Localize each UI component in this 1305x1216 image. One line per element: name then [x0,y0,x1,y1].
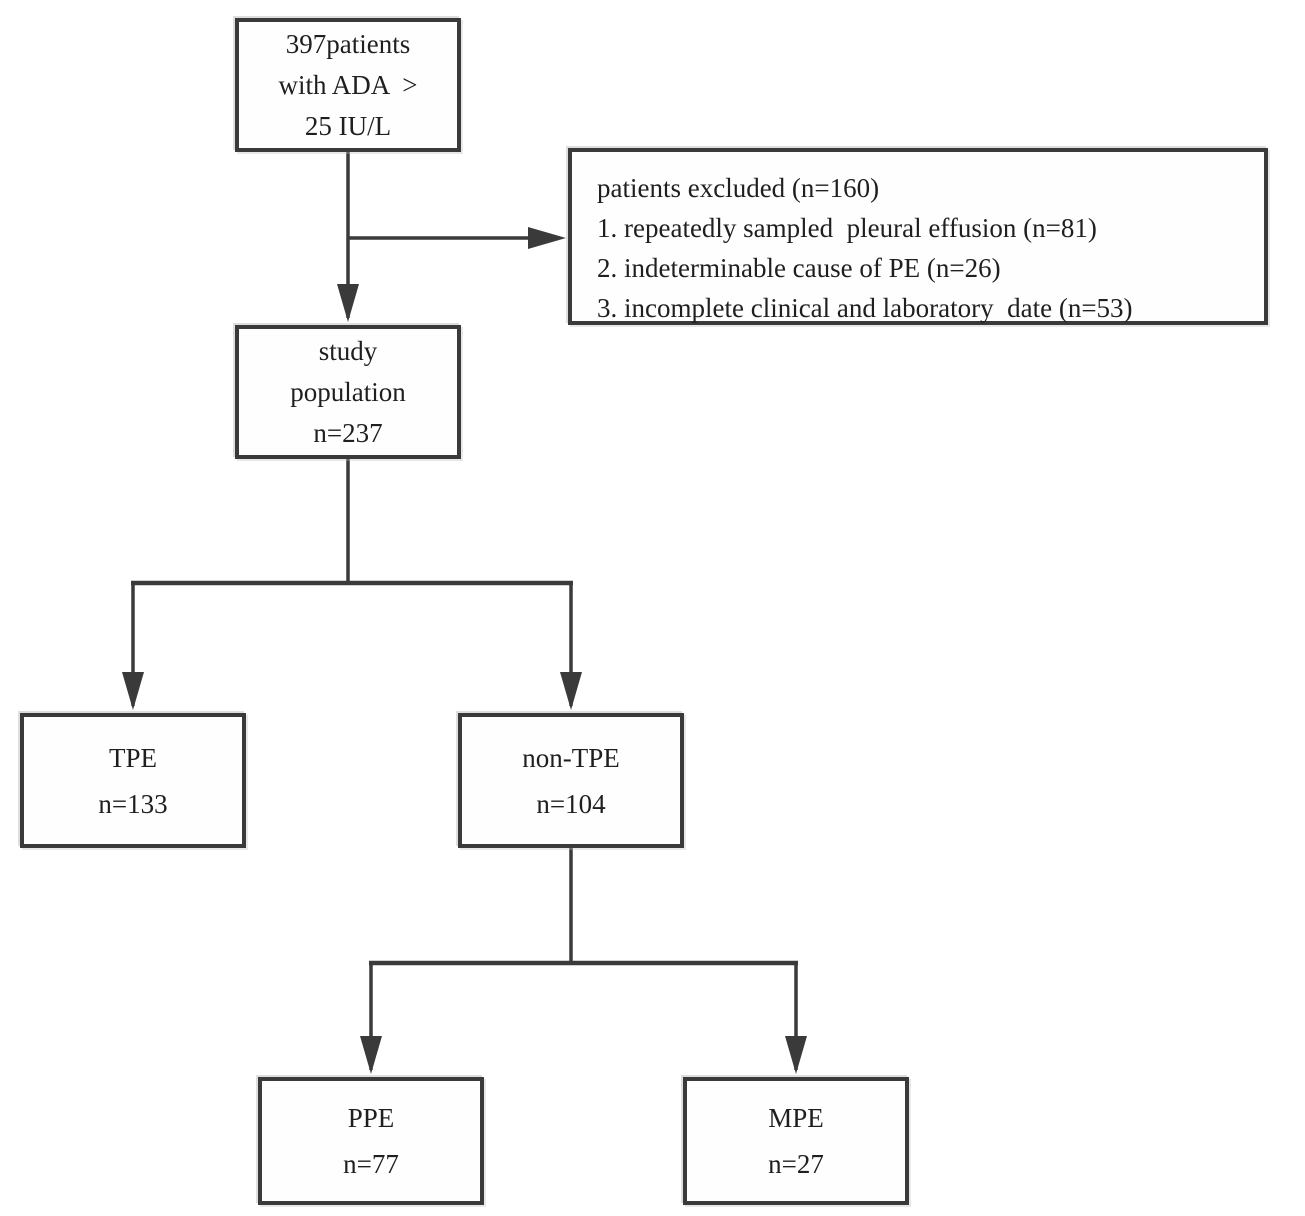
node-line: with ADA > [278,69,418,100]
excluded-item: 1. repeatedly sampled pleural effusion (… [597,213,1097,243]
node-ppe: PPE n=77 [258,1077,484,1205]
node-line: 397patients [285,28,411,59]
node-study-population: study population n=237 [235,325,461,459]
node-patients-excluded: patients excluded (n=160) 1. repeatedly … [568,148,1268,325]
node-tpe: TPE n=133 [20,713,246,848]
node-line: n=104 [536,788,606,819]
arrowhead-down-icon [785,1036,807,1074]
arrowhead-down-icon [360,1036,382,1074]
node-non-tpe: non-TPE n=104 [458,713,684,848]
node-line: non-TPE [522,742,620,773]
arrowhead-down-icon [122,672,144,710]
excluded-item: 2. indeterminable cause of PE (n=26) [597,253,1001,283]
arrowhead-down-icon [560,672,582,710]
arrowhead-right-icon [528,227,566,249]
node-mpe: MPE n=27 [683,1077,909,1205]
node-line: n=77 [343,1149,399,1179]
excluded-title: patients excluded (n=160) [597,173,880,203]
node-line: PPE [347,1103,395,1133]
node-line: n=27 [768,1149,824,1179]
node-line: 25 IU/L [304,110,392,141]
node-line: n=133 [98,788,168,819]
node-line: TPE [108,742,157,773]
node-patients-total: 397patients with ADA > 25 IU/L [235,18,461,152]
node-line: MPE [768,1103,824,1133]
excluded-item: 3. incomplete clinical and laboratory da… [597,293,1133,323]
arrowhead-down-icon [337,284,359,322]
node-line: n=237 [313,417,383,448]
node-line: population [290,376,406,407]
node-line: study [318,335,378,366]
